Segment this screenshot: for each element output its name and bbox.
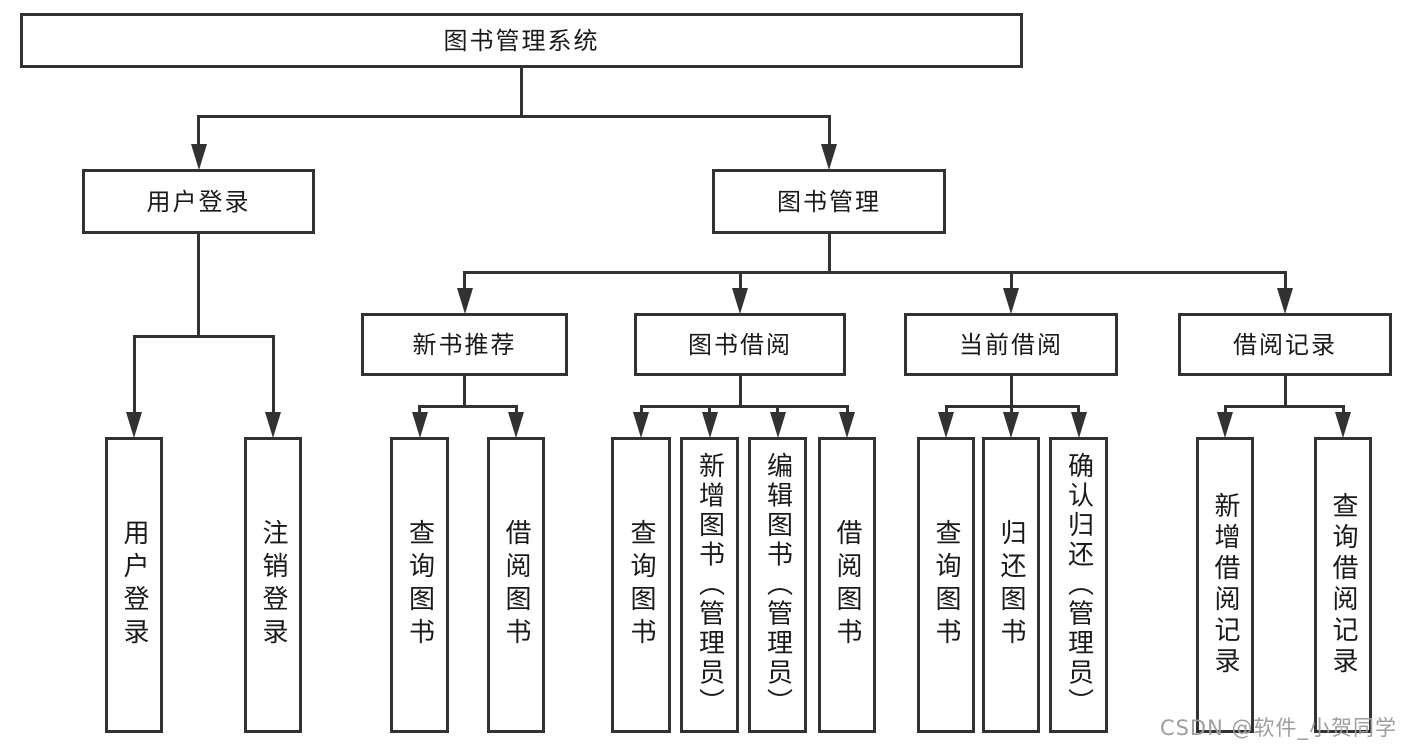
arrow-down-icon-leaf-add-book bbox=[701, 412, 718, 438]
arrow-down-icon-leaf-logout bbox=[265, 412, 281, 438]
node-label-user-login: 用户登录 bbox=[146, 187, 251, 216]
arrow-down-icon-leaf-user-login bbox=[126, 412, 142, 438]
node-leaf-borrow-book-1: 借阅图书 bbox=[487, 437, 545, 733]
connector-stem-book-borrow bbox=[738, 376, 742, 408]
arrow-down-icon-new-book-rec bbox=[456, 288, 473, 314]
node-leaf-query-book-1: 查询图书 bbox=[390, 437, 449, 733]
node-label-leaf-return-book: 归还图书 bbox=[996, 519, 1026, 651]
connector-stem-current-borrow bbox=[1009, 376, 1013, 408]
connector-stem-book-mgmt bbox=[827, 234, 831, 274]
node-leaf-query-book-2: 查询图书 bbox=[611, 437, 671, 733]
arrow-down-icon-leaf-query-borrow-record bbox=[1335, 412, 1351, 438]
arrow-down-icon-leaf-borrow-book-1 bbox=[508, 412, 524, 438]
node-root: 图书管理系统 bbox=[20, 13, 1023, 68]
node-label-leaf-query-book-2: 查询图书 bbox=[626, 519, 656, 651]
node-label-borrow-records: 借阅记录 bbox=[1233, 330, 1337, 359]
arrow-down-icon-leaf-return-book bbox=[1003, 412, 1019, 438]
node-label-leaf-add-book: 新增图书（管理员） bbox=[694, 452, 725, 718]
node-label-leaf-logout: 注销登录 bbox=[258, 519, 288, 651]
node-leaf-borrow-book-2: 借阅图书 bbox=[818, 437, 876, 733]
connector-drop-leaf-logout bbox=[271, 335, 275, 427]
connector-stem-new-book-rec bbox=[463, 376, 466, 408]
connector-stem-borrow-records bbox=[1283, 376, 1287, 408]
connector-drop-leaf-user-login bbox=[132, 335, 136, 427]
arrow-down-icon-leaf-confirm-return bbox=[1070, 412, 1087, 438]
arrow-down-icon-leaf-query-book-1 bbox=[411, 412, 428, 438]
node-new-book-rec: 新书推荐 bbox=[361, 313, 568, 376]
node-book-borrow: 图书借阅 bbox=[634, 313, 846, 376]
node-label-new-book-rec: 新书推荐 bbox=[412, 330, 517, 359]
node-label-leaf-borrow-book-2: 借阅图书 bbox=[832, 519, 862, 651]
node-label-leaf-borrow-book-1: 借阅图书 bbox=[501, 519, 531, 651]
node-leaf-edit-book: 编辑图书（管理员） bbox=[748, 437, 807, 733]
arrow-down-icon-leaf-query-book-3 bbox=[938, 412, 954, 438]
node-leaf-logout: 注销登录 bbox=[244, 437, 302, 733]
connector-bus-user-login bbox=[132, 335, 275, 338]
connector-drop-new-book-rec bbox=[463, 271, 466, 303]
node-user-login: 用户登录 bbox=[82, 169, 315, 234]
connector-drop-book-mgmt bbox=[827, 115, 831, 159]
connector-drop-book-borrow bbox=[738, 271, 742, 303]
connector-drop-user-login bbox=[197, 115, 200, 159]
node-leaf-query-borrow-record: 查询借阅记录 bbox=[1314, 437, 1372, 733]
node-borrow-records: 借阅记录 bbox=[1178, 313, 1392, 376]
node-label-book-borrow: 图书借阅 bbox=[688, 330, 792, 359]
node-label-leaf-edit-book: 编辑图书（管理员） bbox=[762, 452, 793, 718]
node-leaf-return-book: 归还图书 bbox=[982, 437, 1040, 733]
connector-bus-borrow-records bbox=[1223, 405, 1345, 408]
node-current-borrow: 当前借阅 bbox=[904, 313, 1118, 376]
node-leaf-confirm-return: 确认归还（管理员） bbox=[1049, 437, 1108, 733]
csdn-watermark: CSDN @软件_小贺同学 bbox=[1159, 716, 1397, 740]
arrow-down-icon-current-borrow bbox=[1003, 288, 1019, 314]
connector-stem-user-login bbox=[197, 234, 200, 338]
connector-bus-new-book-rec bbox=[418, 405, 518, 408]
node-label-leaf-user-login: 用户登录 bbox=[119, 519, 149, 651]
node-book-mgmt: 图书管理 bbox=[712, 169, 946, 234]
node-label-leaf-query-book-3: 查询图书 bbox=[931, 519, 961, 651]
arrow-down-icon-leaf-query-book-2 bbox=[633, 412, 649, 438]
connector-drop-current-borrow bbox=[1009, 271, 1013, 303]
node-leaf-add-book: 新增图书（管理员） bbox=[680, 437, 739, 733]
node-label-leaf-add-borrow-record: 新增借阅记录 bbox=[1210, 492, 1240, 678]
arrow-down-icon-book-mgmt bbox=[821, 144, 837, 170]
connector-bus-root bbox=[197, 115, 831, 118]
connector-bus-book-mgmt bbox=[463, 271, 1287, 274]
node-leaf-query-book-3: 查询图书 bbox=[917, 437, 975, 733]
node-label-root: 图书管理系统 bbox=[443, 26, 600, 55]
node-label-leaf-query-borrow-record: 查询借阅记录 bbox=[1328, 492, 1358, 678]
node-leaf-user-login: 用户登录 bbox=[105, 437, 163, 733]
connector-drop-borrow-records bbox=[1283, 271, 1287, 303]
node-label-book-mgmt: 图书管理 bbox=[777, 187, 881, 216]
arrow-down-icon-user-login bbox=[190, 144, 207, 170]
arrow-down-icon-leaf-edit-book bbox=[769, 412, 786, 438]
arrow-down-icon-book-borrow bbox=[732, 288, 748, 314]
arrow-down-icon-leaf-borrow-book-2 bbox=[839, 412, 855, 438]
node-label-leaf-confirm-return: 确认归还（管理员） bbox=[1063, 452, 1094, 718]
node-leaf-add-borrow-record: 新增借阅记录 bbox=[1196, 437, 1254, 733]
node-label-leaf-query-book-1: 查询图书 bbox=[404, 519, 435, 651]
connector-bus-book-borrow bbox=[639, 405, 849, 408]
connector-stem-root bbox=[520, 68, 523, 118]
arrow-down-icon-borrow-records bbox=[1277, 288, 1293, 314]
arrow-down-icon-leaf-add-borrow-record bbox=[1217, 412, 1233, 438]
node-label-current-borrow: 当前借阅 bbox=[959, 330, 1063, 359]
